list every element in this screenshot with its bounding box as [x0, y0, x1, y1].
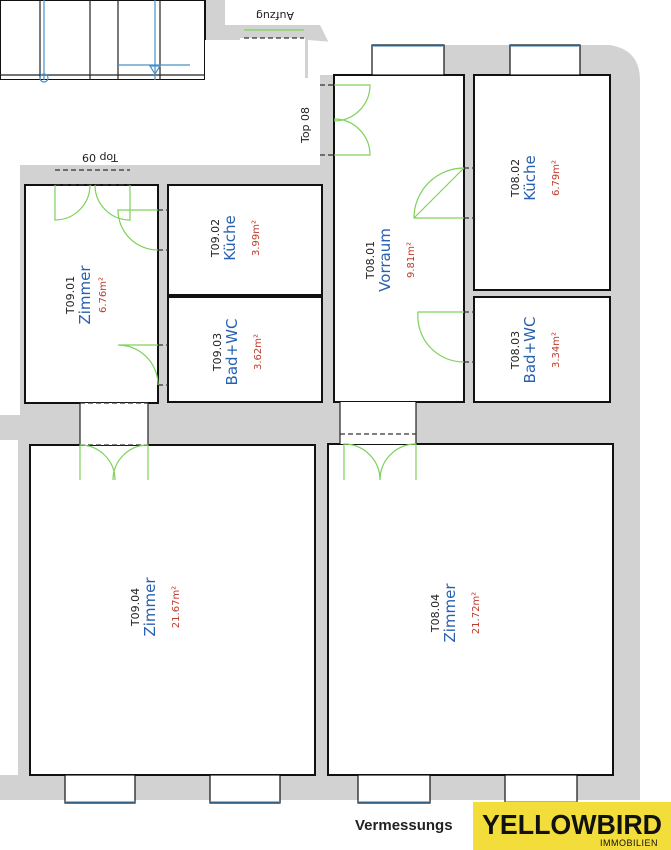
top08-label: Top 08: [299, 107, 312, 144]
room-label-t0801: T08.01 Vorraum 9.81m²: [364, 228, 417, 292]
room-name: Küche: [221, 215, 239, 261]
room-area: 6.79m²: [551, 160, 562, 196]
room-code: T08.01: [364, 241, 377, 280]
room-name: Zimmer: [76, 265, 94, 325]
logo-sub: IMMOBILIEN: [600, 838, 658, 848]
room-t0801: [333, 74, 465, 403]
room-label-t0803: T08.03 Bad+WC 3.34m²: [509, 317, 562, 384]
room-code: T08.03: [509, 331, 522, 370]
room-area: 6.76m²: [98, 277, 109, 313]
room-name: Bad+WC: [223, 319, 241, 386]
room-code: T09.02: [209, 219, 222, 258]
room-label-t0904: T09.04 Zimmer 21.67m²: [129, 577, 182, 637]
room-code: T08.02: [509, 159, 522, 198]
room-area: 3.99m²: [251, 220, 262, 256]
windows: [64, 44, 581, 804]
stair-details: [0, 0, 205, 83]
door-swings: [54, 29, 465, 481]
room-t0802: [473, 74, 611, 291]
room-label-t0802: T08.02 Küche 6.79m²: [509, 155, 562, 201]
room-name: Zimmer: [141, 577, 159, 637]
openings: [55, 37, 474, 446]
room-t0803: [473, 296, 611, 403]
room-area: 9.81m²: [406, 242, 417, 278]
room-t0902: [167, 184, 323, 296]
room-code: T09.03: [211, 333, 224, 372]
room-t0904: [29, 444, 316, 776]
aufzug-label: Aufzug: [256, 9, 294, 22]
room-t0804: [327, 443, 614, 776]
room-code: T09.04: [129, 588, 142, 627]
room-label-t0903: T09.03 Bad+WC 3.62m²: [211, 319, 264, 386]
room-t0901: [24, 184, 159, 404]
yellowbird-logo: YELLOWBIRD IMMOBILIEN: [473, 802, 671, 850]
room-code: T09.01: [64, 276, 77, 315]
room-name: Bad+WC: [521, 317, 539, 384]
room-area: 21.72m²: [471, 592, 482, 634]
footer-caption: Vermessungs: [355, 817, 453, 834]
room-t0903: [167, 296, 323, 403]
room-label-t0804: T08.04 Zimmer 21.72m²: [429, 583, 482, 643]
room-name: Zimmer: [441, 583, 459, 643]
room-name: Küche: [521, 155, 539, 201]
room-area: 3.62m²: [253, 334, 264, 370]
logo-brand: YELLOWBIRD: [482, 809, 662, 840]
rooms: [24, 74, 614, 776]
room-area: 3.34m²: [551, 332, 562, 368]
room-code: T08.04: [429, 594, 442, 633]
room-area: 21.67m²: [171, 586, 182, 628]
room-name: Vorraum: [376, 228, 394, 292]
room-label-t0902: T09.02 Küche 3.99m²: [209, 215, 262, 261]
top09-label: Top 09: [82, 151, 119, 164]
room-label-t0901: T09.01 Zimmer 6.76m²: [64, 265, 109, 325]
